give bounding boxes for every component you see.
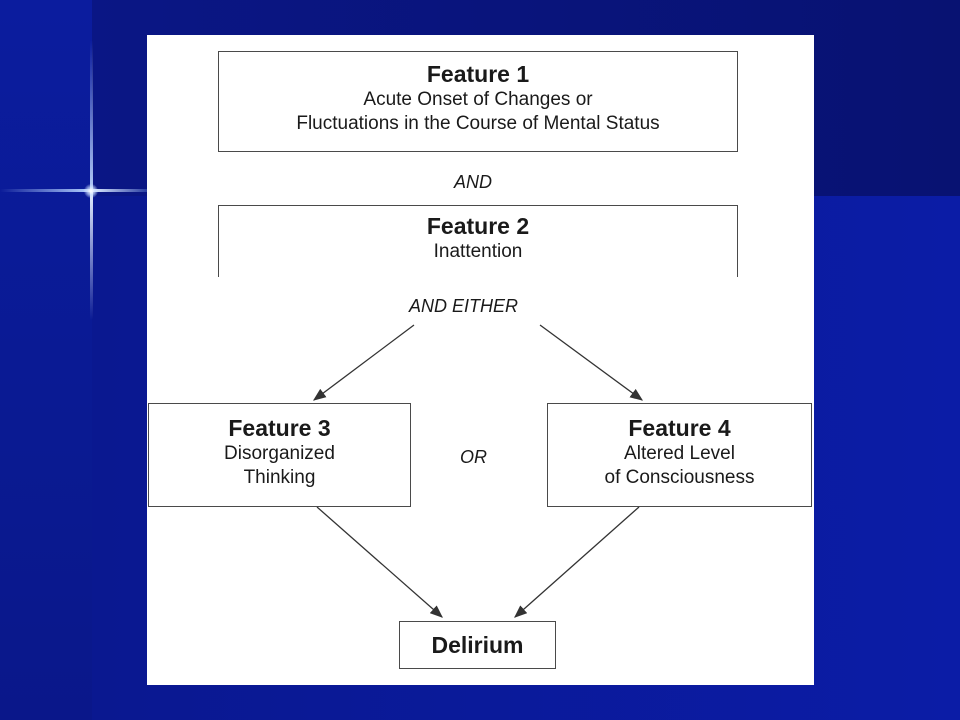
feature3-line1: Disorganized <box>224 443 335 464</box>
flow-arrows <box>312 324 644 618</box>
feature1-title: Feature 1 <box>426 61 530 87</box>
feature4-line1: Altered Level <box>624 443 735 464</box>
feature4-line2: of Consciousness <box>604 467 755 488</box>
feature1-line2: Fluctuations in the Course of Mental Sta… <box>296 113 660 134</box>
sparkle-decoration-horizontal <box>0 189 150 192</box>
slide-background-left <box>0 0 92 720</box>
delirium-label: Delirium <box>431 632 524 658</box>
feature3-line2: Thinking <box>243 467 316 488</box>
feature1-line1: Acute Onset of Changes or <box>363 89 593 110</box>
feature4-title: Feature 4 <box>628 415 731 441</box>
arrow-feature4-to-delirium <box>514 506 640 618</box>
flowchart-panel: Feature 1 Acute Onset of Changes or Fluc… <box>147 35 814 685</box>
and-either-connector: AND EITHER <box>409 296 519 316</box>
feature3-box: Feature 3 Disorganized Thinking <box>148 403 411 507</box>
feature3-title: Feature 3 <box>228 415 331 441</box>
sparkle-decoration-vertical <box>90 40 93 320</box>
and-connector: AND <box>454 172 493 192</box>
feature4-box: Feature 4 Altered Level of Consciousness <box>547 403 812 507</box>
feature2-box: Feature 2 Inattention <box>218 205 738 277</box>
or-connector: OR <box>460 447 487 467</box>
feature2-title: Feature 2 <box>426 213 530 239</box>
feature2-line1: Inattention <box>433 241 523 262</box>
feature1-box: Feature 1 Acute Onset of Changes or Fluc… <box>218 51 738 152</box>
arrow-to-feature4 <box>539 324 644 401</box>
delirium-box: Delirium <box>399 621 556 669</box>
arrow-feature3-to-delirium <box>316 506 443 618</box>
arrow-to-feature3 <box>312 324 415 401</box>
sparkle-icon <box>84 184 98 198</box>
